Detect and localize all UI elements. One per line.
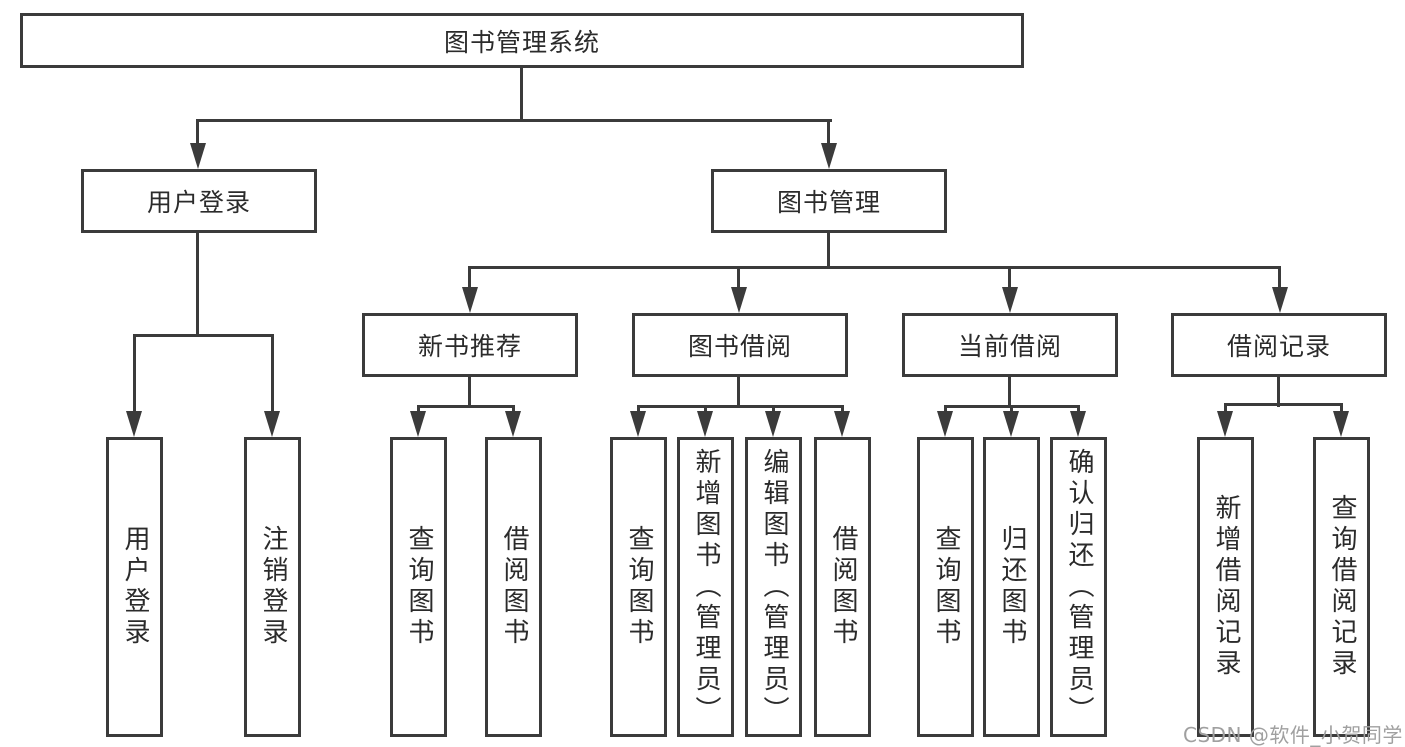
connector-vline — [944, 405, 947, 413]
connector-vline — [1277, 377, 1280, 407]
leaf-confirm-return-admin: 确认归还（管理员） — [1050, 437, 1107, 737]
arrow-down-icon — [834, 411, 850, 437]
connector-vline — [637, 405, 640, 413]
connector-vline — [1008, 377, 1011, 408]
connector-vline — [512, 405, 515, 413]
arrow-down-icon — [937, 411, 953, 437]
node-borrow-records: 借阅记录 — [1171, 313, 1387, 377]
arrow-down-icon — [264, 411, 280, 437]
connector-vline — [196, 119, 199, 150]
connector-vline — [1224, 403, 1227, 413]
connector-vline — [841, 405, 844, 413]
connector-vline — [468, 266, 471, 290]
arrow-down-icon — [1070, 411, 1086, 437]
arrow-down-icon — [1272, 287, 1288, 313]
connector-vline — [737, 377, 740, 408]
connector-vline — [1010, 405, 1013, 413]
connector-vline — [271, 334, 274, 413]
node-root: 图书管理系统 — [20, 13, 1024, 68]
arrow-down-icon — [697, 411, 713, 437]
arrow-down-icon — [1002, 287, 1018, 313]
connector-vline — [468, 377, 471, 408]
node-user-login: 用户登录 — [81, 169, 317, 233]
arrow-down-icon — [1003, 411, 1019, 437]
arrow-down-icon — [1333, 411, 1349, 437]
leaf-return-book: 归还图书 — [983, 437, 1040, 737]
connector-vline — [704, 405, 707, 413]
node-book-borrow: 图书借阅 — [632, 313, 848, 377]
leaf-query-books-current: 查询图书 — [917, 437, 974, 737]
connector-hline — [196, 119, 832, 122]
connector-hline — [133, 334, 274, 337]
arrow-down-icon — [731, 287, 747, 313]
connector-hline — [1224, 403, 1343, 406]
leaf-borrow-books-recommend: 借阅图书 — [485, 437, 542, 737]
leaf-add-borrow-record: 新增借阅记录 — [1197, 437, 1254, 737]
connector-vline — [737, 266, 740, 290]
leaf-query-borrow-record: 查询借阅记录 — [1313, 437, 1370, 737]
node-book-management: 图书管理 — [711, 169, 947, 233]
connector-vline — [772, 405, 775, 413]
leaf-query-books-recommend: 查询图书 — [390, 437, 447, 737]
arrow-down-icon — [1217, 411, 1233, 437]
arrow-down-icon — [630, 411, 646, 437]
leaf-add-book-admin: 新增图书（管理员） — [677, 437, 734, 737]
connector-vline — [1008, 266, 1011, 290]
node-current-borrow: 当前借阅 — [902, 313, 1118, 377]
connector-hline — [637, 405, 844, 408]
connector-vline — [1077, 405, 1080, 413]
connector-vline — [520, 68, 523, 122]
node-new-book-recommend: 新书推荐 — [362, 313, 578, 377]
connector-vline — [827, 119, 830, 150]
connector-vline — [1340, 403, 1343, 413]
leaf-query-books-borrow: 查询图书 — [610, 437, 667, 737]
connector-vline — [196, 233, 199, 337]
arrow-down-icon — [126, 411, 142, 437]
connector-vline — [417, 405, 420, 413]
watermark: CSDN @软件_小贺同学 — [1183, 723, 1403, 747]
arrow-down-icon — [190, 143, 206, 169]
connector-vline — [1278, 266, 1281, 290]
connector-vline — [133, 334, 136, 413]
arrow-down-icon — [765, 411, 781, 437]
leaf-logout: 注销登录 — [244, 437, 301, 737]
arrow-down-icon — [462, 287, 478, 313]
leaf-user-login: 用户登录 — [106, 437, 163, 737]
arrow-down-icon — [821, 143, 837, 169]
leaf-edit-book-admin: 编辑图书（管理员） — [745, 437, 802, 737]
leaf-borrow-books-borrow: 借阅图书 — [814, 437, 871, 737]
arrow-down-icon — [505, 411, 521, 437]
connector-vline — [827, 233, 830, 269]
arrow-down-icon — [410, 411, 426, 437]
connector-hline — [417, 405, 515, 408]
connector-hline — [468, 266, 1281, 269]
